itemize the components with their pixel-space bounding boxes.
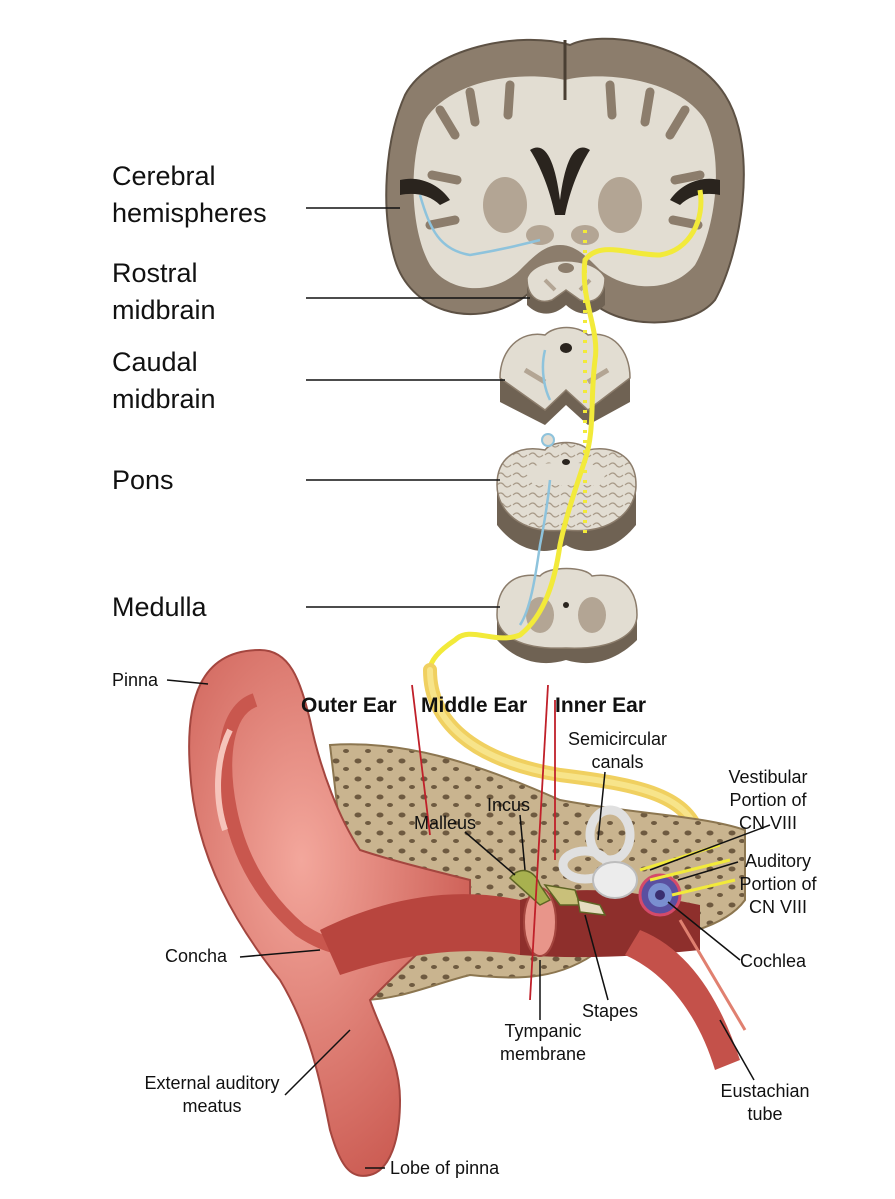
- label-cerebral-hemispheres-text: Cerebral hemispheres: [112, 161, 267, 228]
- medulla-slice: [496, 567, 638, 664]
- ossicles: [508, 869, 607, 916]
- label-lobe-of-pinna: Lobe of pinna: [390, 1158, 500, 1178]
- section-inner-ear: Inner Ear: [555, 694, 647, 717]
- label-pons: Pons: [112, 465, 174, 495]
- label-auditory-portion: Auditory Portion of CN VIII: [728, 850, 828, 919]
- label-rostral-midbrain: Rostral midbrain: [112, 255, 216, 329]
- cochlea-shape: [638, 873, 682, 917]
- eustachian-tube-shape: [625, 919, 747, 1070]
- rostral-midbrain-slice: [526, 260, 606, 314]
- label-caudal-midbrain-text: Caudal midbrain: [112, 347, 216, 414]
- ear-section-lines: [411, 684, 556, 1001]
- label-concha: Concha: [165, 946, 228, 966]
- label-eustachian-tube: Eustachian tube: [710, 1080, 820, 1126]
- pons-slice: [496, 441, 637, 551]
- label-caudal-midbrain: Caudal midbrain: [112, 344, 216, 418]
- leader-lines: [166, 207, 771, 1169]
- label-eustachian-tube-text: Eustachian tube: [720, 1081, 810, 1124]
- caudal-midbrain-slice: [499, 326, 631, 425]
- label-external-auditory-meatus-text: External auditory meatus: [144, 1073, 280, 1116]
- section-outer-ear: Outer Ear: [301, 694, 397, 717]
- vestibular-pathway: [418, 194, 555, 626]
- semicircular-canals-shape: [558, 805, 638, 899]
- label-stapes: Stapes: [582, 1001, 639, 1021]
- cerebral-hemispheres-section: [385, 37, 745, 324]
- label-rostral-midbrain-text: Rostral midbrain: [112, 258, 216, 325]
- label-malleus: Malleus: [414, 813, 477, 833]
- label-auditory-portion-text: Auditory Portion of CN VIII: [739, 851, 817, 917]
- label-medulla: Medulla: [112, 592, 207, 622]
- auditory-pathway: [427, 189, 704, 671]
- label-tympanic-membrane-text: Tympanic membrane: [499, 1021, 587, 1064]
- section-middle-ear: Middle Ear: [421, 694, 528, 717]
- label-incus: Incus: [487, 795, 531, 815]
- label-external-auditory-meatus: External auditory meatus: [122, 1072, 302, 1118]
- label-semicircular-canals-text: Semicircular canals: [567, 729, 668, 772]
- label-cerebral-hemispheres: Cerebral hemispheres: [112, 158, 267, 232]
- label-pinna: Pinna: [112, 670, 159, 690]
- label-vestibular-portion-text: Vestibular Portion of CN VIII: [728, 767, 808, 833]
- label-semicircular-canals: Semicircular canals: [555, 728, 680, 774]
- label-vestibular-portion: Vestibular Portion of CN VIII: [718, 766, 818, 835]
- label-tympanic-membrane: Tympanic membrane: [488, 1020, 598, 1066]
- label-cochlea: Cochlea: [740, 951, 807, 971]
